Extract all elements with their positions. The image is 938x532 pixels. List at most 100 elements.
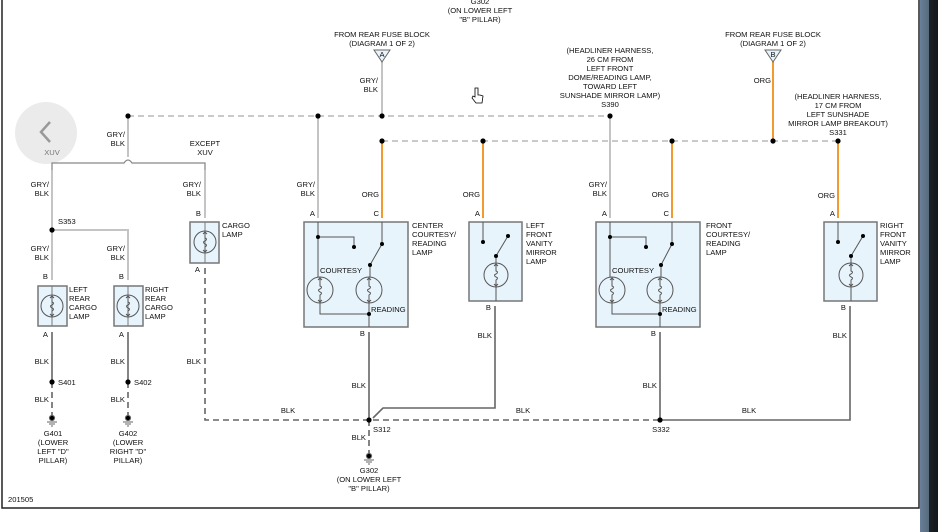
label-line: LAMP (526, 257, 547, 266)
back-button[interactable] (15, 102, 77, 164)
wire-color-label: BLK (35, 357, 49, 366)
label-line: FROM REAR FUSE BLOCK (725, 30, 821, 39)
pin-label: C (664, 209, 670, 218)
hand-cursor-icon (471, 87, 484, 104)
pin-label: A (602, 209, 608, 218)
label-line: (HEADLINER HARNESS, (567, 46, 654, 55)
wire-color-label: GRY/BLK (107, 130, 126, 148)
ground-g402-icon (123, 414, 133, 427)
fuse-block-connector-b: B (764, 49, 782, 63)
center-lamp-circuit (317, 222, 383, 327)
label-line: GRY/ (31, 244, 50, 253)
lamp-bulb-icon (306, 276, 334, 304)
label-line: LAMP (69, 312, 90, 321)
label-line: (LOWER (113, 438, 144, 447)
connector-letter: A (379, 50, 385, 59)
pin-label: C (374, 209, 380, 218)
label-line: LAMP (145, 312, 166, 321)
window-edge (920, 0, 938, 532)
label-line: G401 (44, 429, 63, 438)
s312-label: S312 (373, 425, 391, 434)
connector-letter: B (770, 50, 775, 59)
label-line: FROM REAR FUSE BLOCK (334, 30, 430, 39)
label-line: BLK (35, 253, 49, 262)
label-line: GRY/ (589, 180, 608, 189)
label-line: BLK (364, 85, 378, 94)
pin-label: A (195, 265, 201, 274)
ground-g401-icon (47, 414, 57, 427)
label-line: DOME/READING LAMP, (568, 73, 651, 82)
label-line: (ON LOWER LEFT (337, 475, 402, 484)
front-courtesy-reading-lamp (595, 221, 701, 328)
label-line: READING (706, 239, 741, 248)
splices (49, 113, 841, 423)
label-line: GRY/ (360, 76, 379, 85)
wire-color-label: ORG (362, 190, 379, 199)
label-line: REAR (145, 294, 167, 303)
courtesy-label: COURTESY (612, 266, 654, 275)
g302-bottom-label: G302(ON LOWER LEFT"B" PILLAR) (337, 466, 402, 493)
label-line: PILLAR) (39, 456, 68, 465)
splice-s402 (125, 379, 131, 385)
label-line: (HEADLINER HARNESS, (795, 92, 882, 101)
wire-color-label: GRY/BLK (107, 244, 126, 262)
label-line: GRY/ (107, 244, 126, 253)
pin-label: A (43, 330, 49, 339)
label-line: COURTESY/ (706, 230, 751, 239)
label-line: GRY/ (183, 180, 202, 189)
label-line: RIGHT (880, 221, 904, 230)
lamp-bulb-icon (116, 294, 140, 318)
label-line: CARGO (145, 303, 173, 312)
ground-g302-icon (364, 452, 374, 465)
splice-dot (480, 138, 486, 144)
splice-s332 (657, 417, 663, 423)
label-line: READING (412, 239, 447, 248)
label-line: G302 (360, 466, 379, 475)
label-line: TOWARD LEFT (583, 82, 637, 91)
label-line: FRONT (706, 221, 733, 230)
label-line: BLK (111, 139, 125, 148)
label-line: (DIAGRAM 1 OF 2) (349, 39, 415, 48)
label-line: CENTER (412, 221, 444, 230)
label-line: (DIAGRAM 1 OF 2) (740, 39, 806, 48)
wire-color-label: ORG (463, 190, 480, 199)
label-line: LEFT "D" (37, 447, 69, 456)
pin-label: A (119, 330, 125, 339)
pin-label: B (651, 329, 656, 338)
splice-dot (125, 113, 131, 119)
lamp-bulb-icon (646, 276, 674, 304)
splice-s331 (835, 138, 841, 144)
wire-color-label: BLK (516, 406, 530, 415)
label-line: FRONT (526, 230, 553, 239)
pin-label: A (475, 209, 481, 218)
pin-label: B (360, 329, 365, 338)
label-line: LEFT (526, 221, 545, 230)
splice-s401 (49, 379, 55, 385)
wire-color-label: BLK (35, 395, 49, 404)
xuv-label: XUV (44, 148, 61, 157)
wire-color-label: ORG (652, 190, 669, 199)
wire-s353-right (52, 229, 129, 280)
s353-label: S353 (58, 217, 76, 226)
label-line: LAMP (706, 248, 727, 257)
lamp-bulb-icon (483, 262, 509, 288)
wire-color-label: BLK (352, 433, 366, 442)
s332-label: S332 (652, 425, 670, 434)
fuse-b-source-label: FROM REAR FUSE BLOCK(DIAGRAM 1 OF 2) (725, 30, 821, 48)
label-line: VANITY (526, 239, 553, 248)
label-line: BLK (593, 189, 607, 198)
wire-color-label: GRY/BLK (31, 180, 50, 198)
wire-color-label: BLK (352, 381, 366, 390)
label-line: MIRROR (526, 248, 557, 257)
splice-s312 (366, 417, 372, 423)
label-line: BLK (111, 253, 125, 262)
label-line: LEFT (69, 285, 88, 294)
